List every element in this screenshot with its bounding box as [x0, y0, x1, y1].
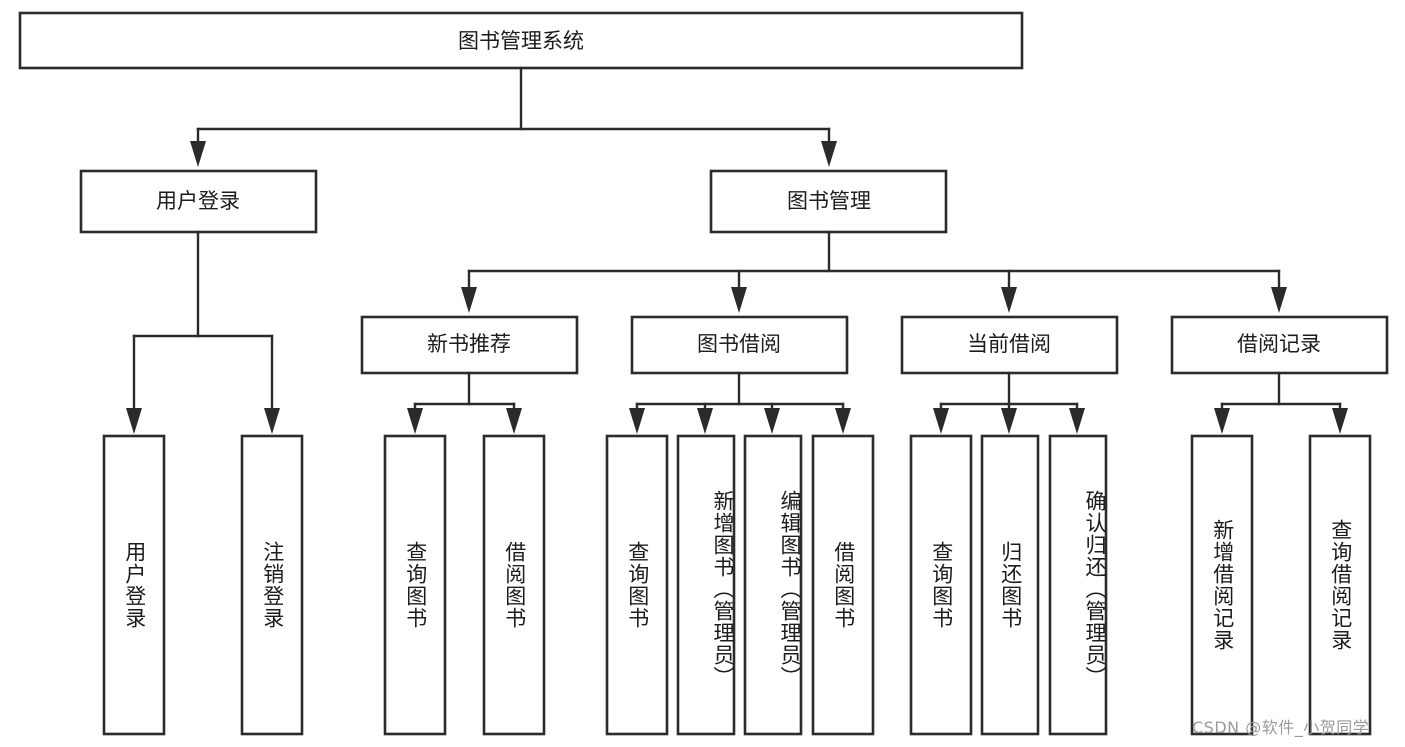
arrow-to-book-borrow — [731, 287, 747, 313]
arrow-to-current-borrow — [1001, 287, 1017, 313]
connector-borrow-record-to-leaves — [1214, 371, 1348, 434]
node-current-borrow[interactable]: 当前借阅 — [900, 315, 1119, 375]
node-root[interactable]: 图书管理系统 — [18, 11, 1024, 70]
arrow-to-leaf-return-book — [1001, 408, 1017, 434]
connector-current-borrow-to-leaves — [933, 371, 1085, 434]
node-new-book-recommend[interactable]: 新书推荐 — [360, 315, 579, 375]
node-borrow-record[interactable]: 借阅记录 — [1170, 315, 1389, 375]
connector-root-to-level2 — [190, 66, 837, 167]
node-current-borrow-box — [900, 315, 1119, 375]
arrow-to-leaf-add-record — [1214, 408, 1230, 434]
node-user-login[interactable]: 用户登录 — [79, 169, 318, 234]
arrow-to-new-book — [461, 287, 477, 313]
node-new-book-recommend-label: 新书推荐 — [427, 332, 511, 356]
leaf-box-borrow-book-b[interactable] — [811, 434, 875, 736]
arrow-to-leaf-query-record — [1332, 408, 1348, 434]
arrow-to-leaf-query-book-a — [407, 408, 423, 434]
leaf-box-logout[interactable] — [240, 434, 304, 736]
arrow-to-leaf-edit-book — [764, 408, 780, 434]
arrow-to-leaf-logout — [264, 408, 280, 434]
leaf-box-return-book[interactable] — [980, 434, 1040, 736]
csdn-watermark: CSDN @软件_小贺同学 — [1192, 718, 1370, 737]
arrow-to-leaf-query-book-b — [629, 408, 645, 434]
connector-new-book-to-leaves — [407, 371, 522, 434]
node-user-login-label: 用户登录 — [156, 189, 240, 213]
arrow-to-user-login — [190, 141, 206, 167]
arrow-to-leaf-confirm-return — [1069, 408, 1085, 434]
arrow-to-leaf-query-book-c — [933, 408, 949, 434]
leaf-box-query-record[interactable] — [1308, 434, 1372, 736]
leaf-box-query-book-a[interactable] — [383, 434, 447, 736]
leaf-box-borrow-book-a[interactable] — [482, 434, 546, 736]
node-book-borrow-label: 图书借阅 — [697, 332, 781, 356]
node-book-borrow[interactable]: 图书借阅 — [630, 315, 849, 375]
leaf-box-add-record[interactable] — [1190, 434, 1254, 736]
node-book-manage-label: 图书管理 — [787, 189, 871, 213]
leaf-box-user-login[interactable] — [102, 434, 166, 736]
node-borrow-record-label: 借阅记录 — [1237, 332, 1321, 356]
node-current-borrow-label: 当前借阅 — [967, 332, 1051, 356]
leaf-box-confirm-return[interactable] — [1048, 434, 1108, 736]
leaf-box-query-book-b[interactable] — [605, 434, 669, 736]
node-book-manage[interactable]: 图书管理 — [709, 169, 948, 234]
node-root-label: 图书管理系统 — [458, 29, 584, 53]
node-root-box — [18, 11, 1024, 70]
node-new-book-recommend-box — [360, 315, 579, 375]
arrow-to-leaf-add-book — [697, 408, 713, 434]
arrow-to-book-manage — [821, 141, 837, 167]
arrow-to-leaf-borrow-book-b — [835, 408, 851, 434]
leaf-box-query-book-c[interactable] — [909, 434, 973, 736]
node-user-login-box — [79, 169, 318, 234]
arrow-to-borrow-record — [1271, 287, 1287, 313]
connector-book-borrow-to-leaves — [629, 371, 851, 434]
leaf-box-edit-book[interactable] — [743, 434, 803, 736]
connector-book-manage-to-level3 — [461, 230, 1287, 313]
arrow-to-leaf-user-login — [126, 408, 142, 434]
leaf-box-add-book[interactable] — [676, 434, 736, 736]
connector-user-login-to-leaves — [126, 230, 280, 434]
arrow-to-leaf-borrow-book-a — [506, 408, 522, 434]
